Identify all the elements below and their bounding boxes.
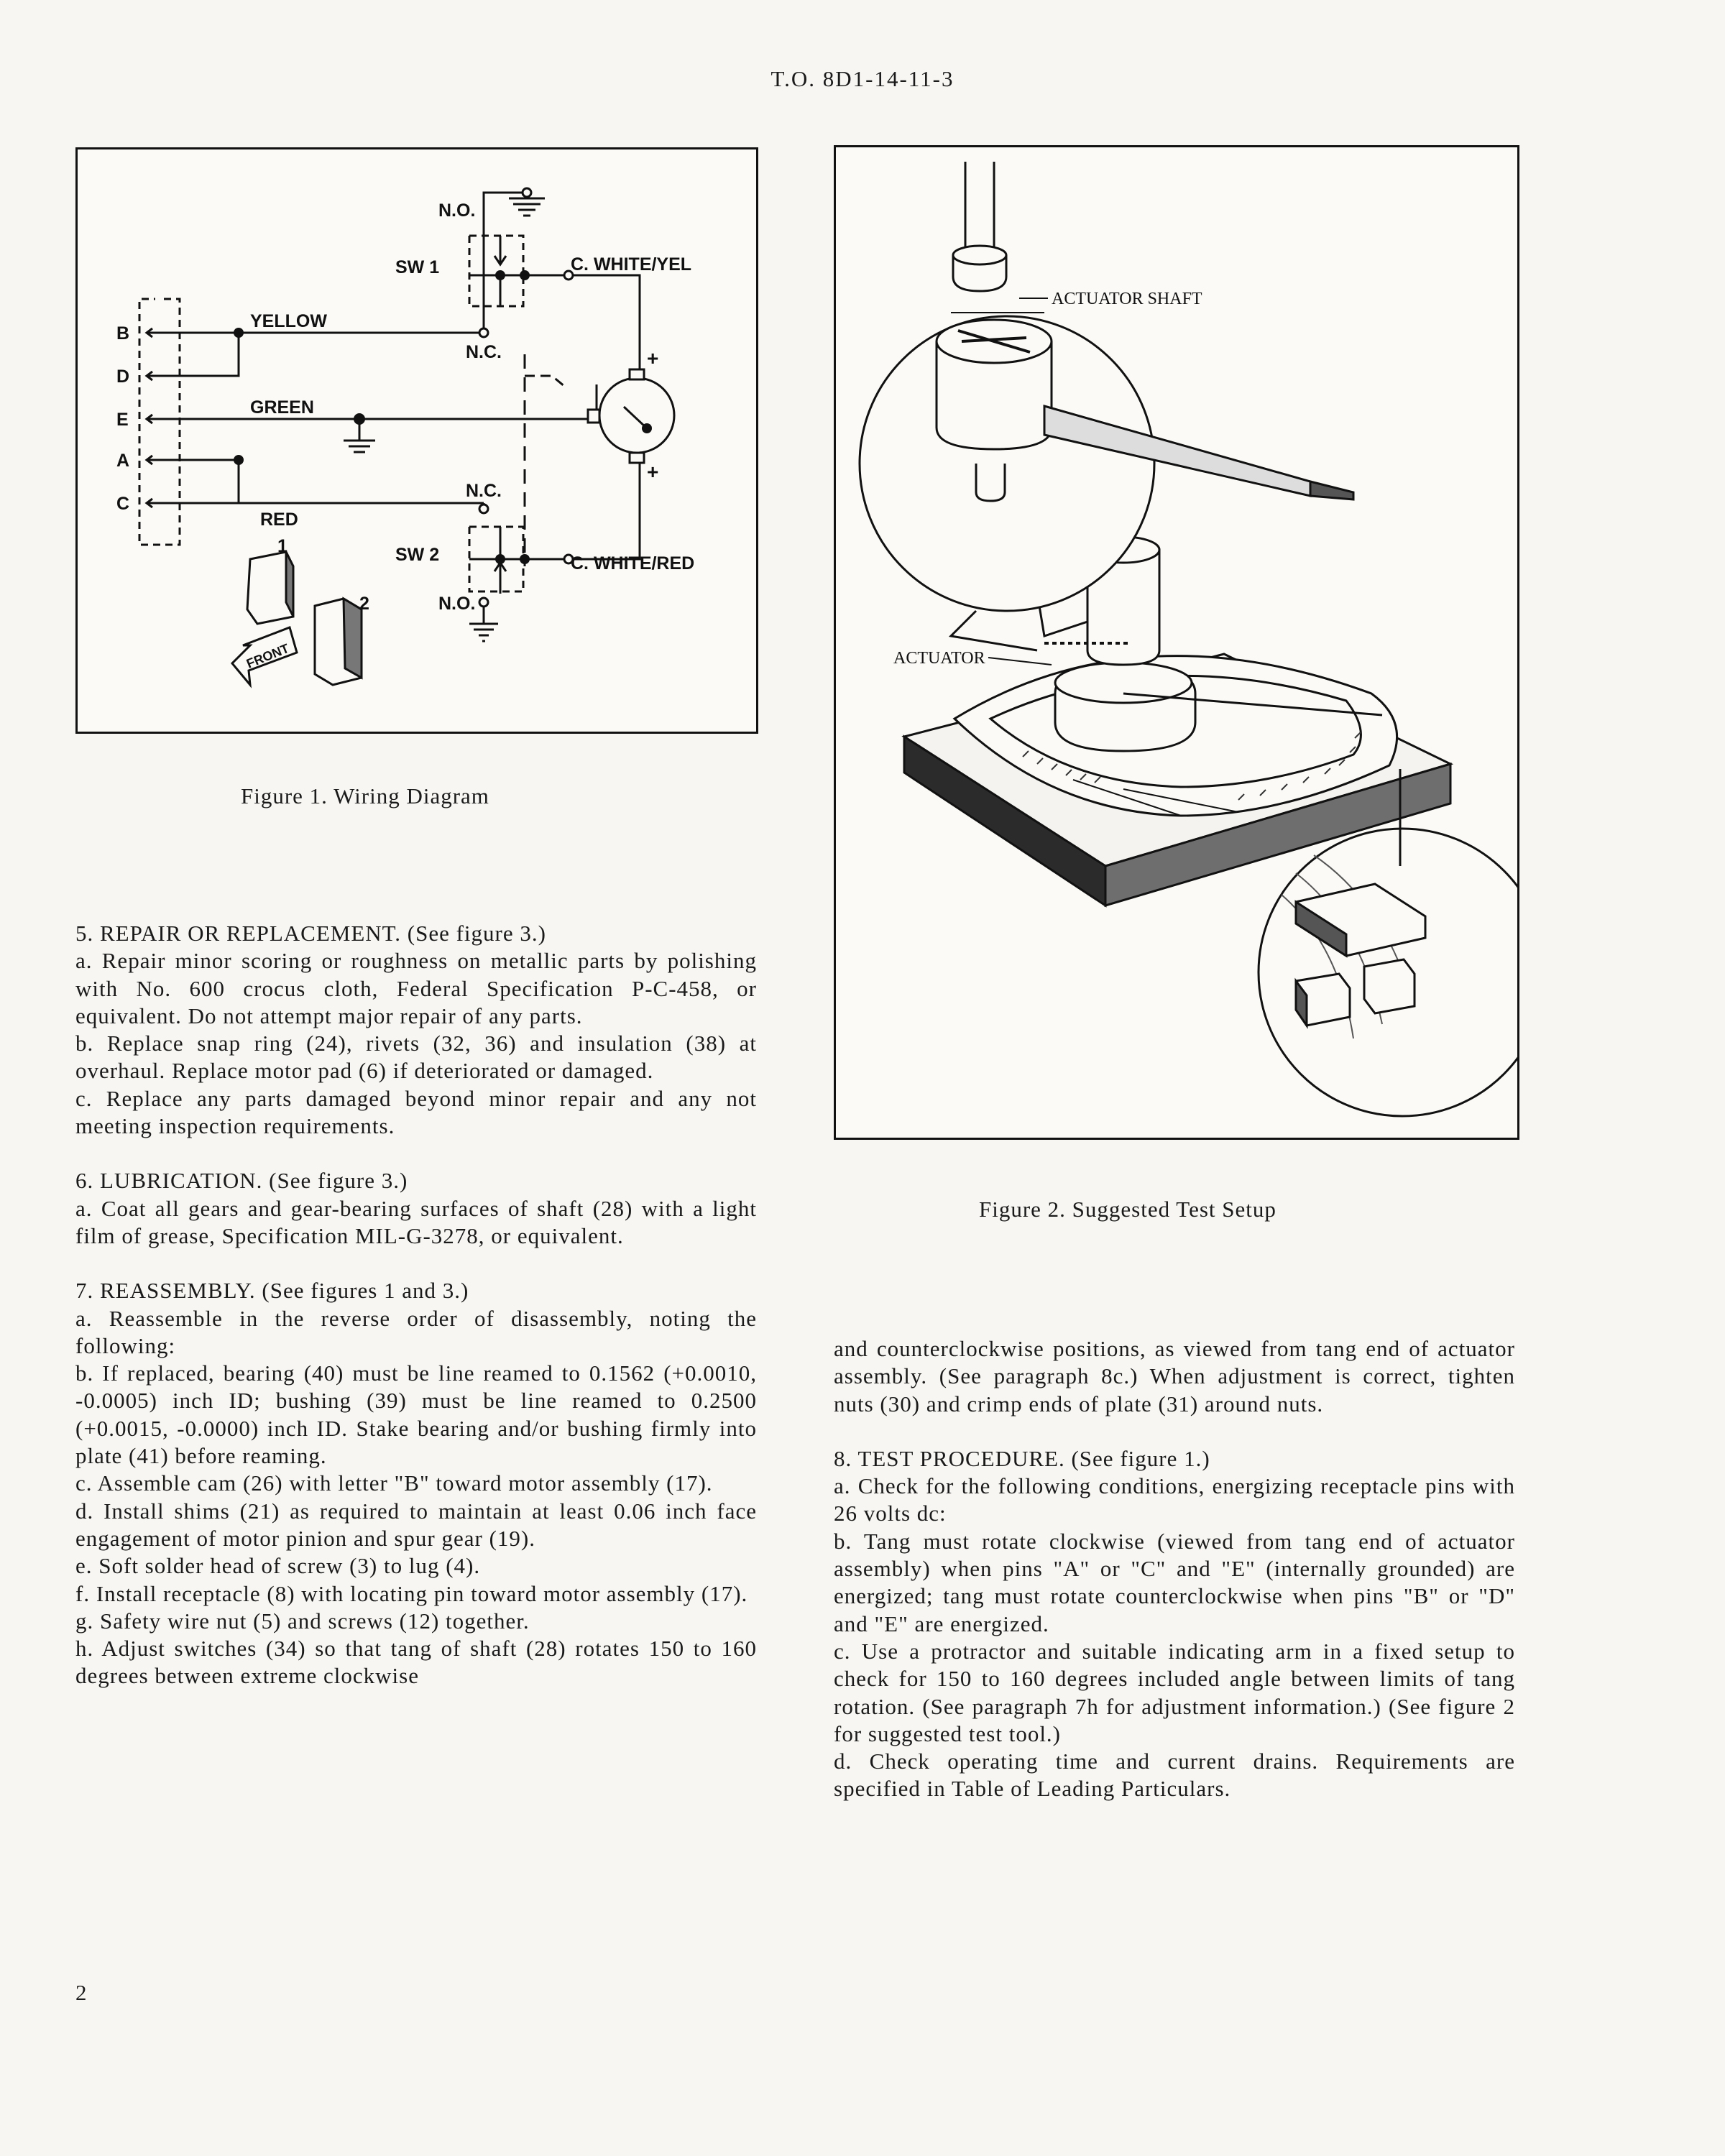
- pin-d-label: D: [116, 367, 129, 387]
- motor-plus-bottom-label: +: [647, 461, 658, 483]
- wiring-diagram-drawing: N.O. SW 1 C. WHITE/YEL N.C. YELLOW GREEN…: [116, 187, 694, 688]
- paragraph-8b: b. Tang must rotate clockwise (viewed fr…: [834, 1528, 1515, 1636]
- paragraph-8c: c. Use a protractor and suitable indicat…: [834, 1638, 1515, 1746]
- paragraph-8d: d. Check operating time and current drai…: [834, 1749, 1515, 1802]
- paragraph-7c: c. Assemble cam (26) with letter "B" tow…: [75, 1470, 713, 1496]
- sw2-no-label: N.O.: [438, 594, 475, 614]
- motor-plus-top-label: +: [647, 347, 658, 369]
- paragraph-7g: g. Safety wire nut (5) and screws (12) t…: [75, 1608, 530, 1634]
- actuator-label: ACTUATOR: [893, 649, 985, 668]
- sw2-nc-label: N.C.: [466, 481, 502, 501]
- paragraph-7h-continued: and counterclockwise positions, as viewe…: [834, 1336, 1515, 1416]
- section-6-heading: 6. LUBRICATION. (See figure 3.): [75, 1168, 408, 1194]
- paragraph-7e: e. Soft solder head of screw (3) to lug …: [75, 1553, 481, 1579]
- red-wire: [157, 459, 484, 505]
- sw1-no-label: N.O.: [438, 201, 475, 221]
- left-text-column: 5. REPAIR OR REPLACEMENT. (See figure 3.…: [75, 920, 757, 1690]
- sw1-nc-label: N.C.: [466, 342, 502, 362]
- paragraph-7d: d. Install shims (21) as required to mai…: [75, 1498, 757, 1551]
- pin-b-label: B: [116, 323, 129, 344]
- paragraph-5c: c. Replace any parts damaged beyond mino…: [75, 1085, 757, 1139]
- motor-symbol: [598, 377, 676, 454]
- yellow-wire-label: YELLOW: [250, 311, 327, 331]
- figure2-caption: Figure 2. Suggested Test Setup: [979, 1197, 1276, 1222]
- page-number: 2: [75, 1980, 87, 2005]
- sw1-switch: [482, 191, 528, 333]
- paragraph-7a: a. Reassemble in the reverse order of di…: [75, 1305, 757, 1358]
- section-8-heading: 8. TEST PROCEDURE. (See figure 1.): [834, 1445, 1210, 1471]
- connector-outline: [138, 298, 181, 546]
- section-5-heading: 5. REPAIR OR REPLACEMENT. (See figure 3.…: [75, 921, 546, 946]
- document-number-header: T.O. 8D1-14-11-3: [770, 66, 954, 91]
- pin-a-label: A: [116, 451, 129, 471]
- pin-e-label: E: [116, 410, 129, 430]
- section-7-heading: 7. REASSEMBLY. (See figures 1 and 3.): [75, 1278, 469, 1304]
- paragraph-5b: b. Replace snap ring (24), rivets (32, 3…: [75, 1031, 757, 1084]
- sw1-common-label: C. WHITE/YEL: [571, 254, 691, 275]
- figure1-caption: Figure 1. Wiring Diagram: [241, 783, 489, 808]
- paragraph-6a: a. Coat all gears and gear-bearing surfa…: [75, 1195, 757, 1248]
- callout-1-label: 1: [277, 536, 288, 556]
- sw2-common-label: C. WHITE/RED: [571, 553, 694, 573]
- pin-c-label: C: [116, 494, 129, 514]
- sw1-name-label: SW 1: [395, 257, 439, 277]
- paragraph-5a: a. Repair minor scoring or roughness on …: [75, 948, 757, 1028]
- wiring-diagram-figure: N.O. SW 1 C. WHITE/YEL N.C. YELLOW GREEN…: [75, 147, 758, 734]
- paragraph-7f: f. Install receptacle (8) with locating …: [75, 1580, 748, 1606]
- paragraph-7h: h. Adjust switches (34) so that tang of …: [75, 1636, 757, 1689]
- paragraph-7b: b. If replaced, bearing (40) must be lin…: [75, 1360, 757, 1469]
- test-setup-figure: ACTUATOR SHAFT ACTUATOR: [834, 145, 1519, 1140]
- green-wire-label: GREEN: [250, 397, 314, 418]
- test-setup-illustration: ACTUATOR SHAFT ACTUATOR: [858, 162, 1517, 1118]
- switch-parts-sketch: [230, 550, 363, 688]
- paragraph-8a: a. Check for the following conditions, e…: [834, 1473, 1515, 1526]
- right-text-column: and counterclockwise positions, as viewe…: [834, 1335, 1515, 1803]
- yellow-wire: [157, 331, 484, 377]
- callout-2-label: 2: [359, 594, 369, 614]
- red-wire-label: RED: [260, 510, 298, 530]
- magnified-shaft-view: [858, 315, 1156, 612]
- actuator-shaft-label: ACTUATOR SHAFT: [1052, 290, 1202, 308]
- sw2-name-label: SW 2: [395, 545, 439, 565]
